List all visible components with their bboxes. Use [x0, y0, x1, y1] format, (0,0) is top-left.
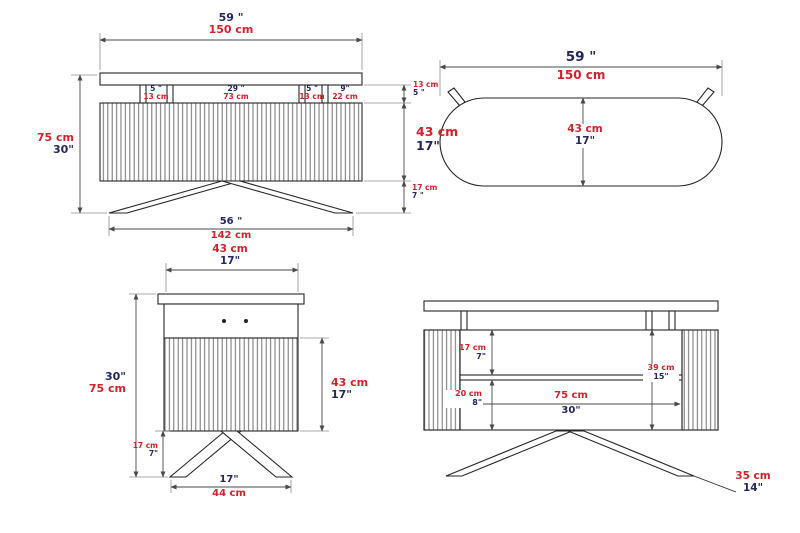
front-total-height-label: 75 cm 30"	[36, 131, 74, 157]
top-view-width-label: 59 " 150 cm	[556, 49, 606, 83]
side-leg-height-label: 17 cm 7"	[132, 441, 158, 459]
front-segment-3-label: 5 " 13 cm	[299, 84, 325, 102]
side-view-drawing	[129, 263, 329, 493]
detail-leg-length-label: 35 cm 14"	[735, 470, 771, 494]
side-total-height-label: 30" 75 cm	[88, 370, 126, 396]
side-bottom-depth-label: 17" 44 cm	[212, 474, 246, 500]
side-body-height-label: 43 cm 17"	[331, 376, 369, 402]
front-shelf-gap-label: 13 cm 5 "	[413, 80, 439, 98]
front-segment-1-label: 5 " 13 cm	[143, 84, 169, 102]
side-top-depth-label: 43 cm 17"	[212, 243, 248, 267]
front-view-drawing	[71, 33, 411, 236]
front-leg-height-label: 17 cm 7 "	[412, 183, 438, 201]
front-bottom-width-label: 56 " 142 cm	[210, 216, 252, 242]
front-segment-2-label: 29 " 73 cm	[223, 84, 249, 102]
detail-lower-gap-label: 20 cm 8"	[445, 389, 483, 408]
front-body-height-label: 43 cm 17"	[416, 124, 459, 153]
front-top-width-label: 59 " 150 cm	[208, 11, 254, 37]
detail-inner-height-label: 39 cm 15"	[643, 363, 679, 382]
detail-upper-gap-label: 17 cm 7"	[459, 343, 486, 361]
detail-view-drawing	[423, 300, 737, 493]
detail-inner-width-label: 75 cm 30"	[554, 390, 588, 417]
top-view-depth-label: 43 cm 17"	[561, 123, 609, 148]
front-segment-4-label: 9" 22 cm	[332, 84, 358, 102]
